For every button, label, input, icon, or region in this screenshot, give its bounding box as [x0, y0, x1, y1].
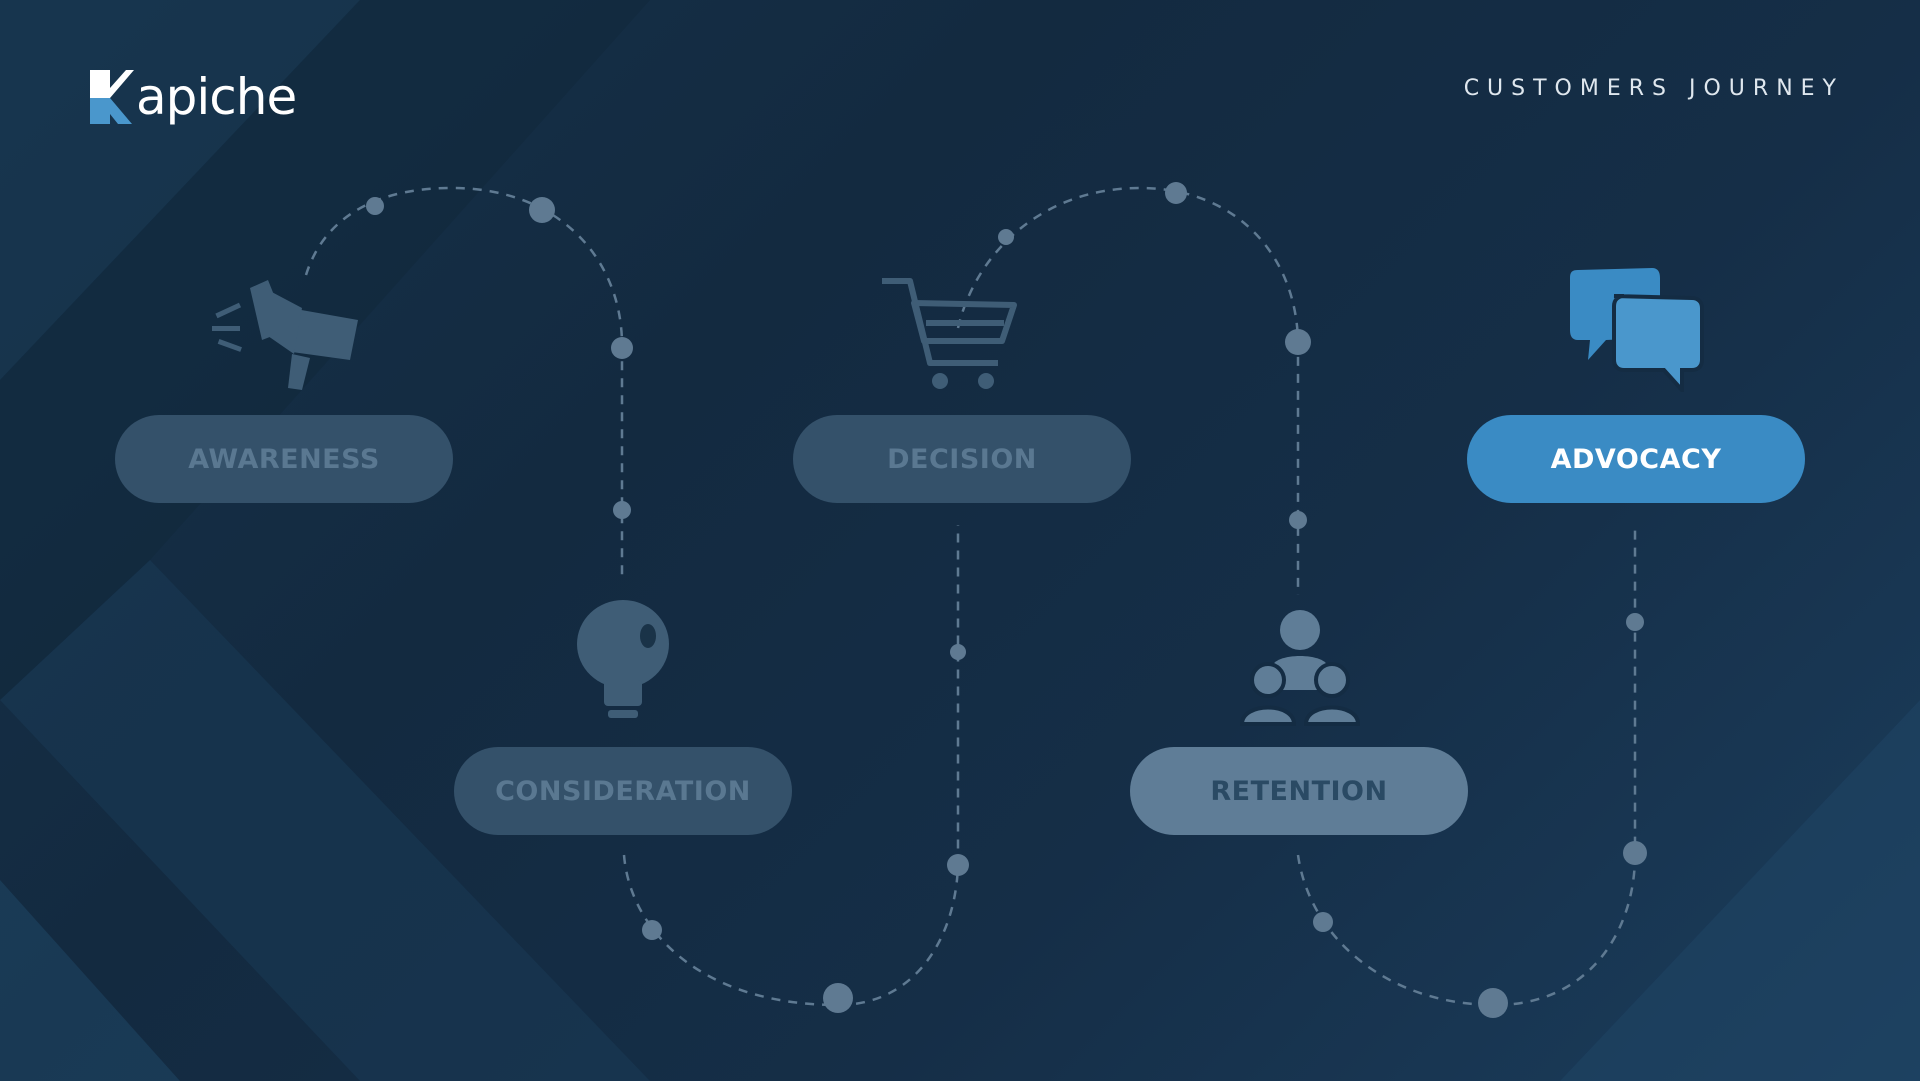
people-group-icon	[1240, 610, 1360, 726]
chat-bubbles-icon	[1570, 268, 1704, 392]
lightbulb-icon	[577, 600, 669, 718]
stage-label: AWARENESS	[188, 443, 380, 475]
stage-label: ADVOCACY	[1550, 443, 1722, 475]
kapiche-logo: apiche	[88, 62, 297, 132]
stage-decision[interactable]: DECISION	[793, 415, 1131, 503]
kapiche-k-logo	[90, 70, 134, 124]
stage-awareness[interactable]: AWARENESS	[115, 415, 453, 503]
shopping-cart-icon	[882, 278, 1017, 389]
stage-retention[interactable]: RETENTION	[1130, 747, 1468, 835]
stage-label: DECISION	[887, 443, 1037, 475]
page-title: CUSTOMERS JOURNEY	[1463, 76, 1844, 101]
brand-name: apiche	[136, 68, 297, 126]
megaphone-icon	[212, 280, 358, 390]
stage-label: RETENTION	[1210, 775, 1388, 807]
stage-label: CONSIDERATION	[495, 775, 751, 807]
stage-consideration[interactable]: CONSIDERATION	[454, 747, 792, 835]
stage-advocacy[interactable]: ADVOCACY	[1467, 415, 1805, 503]
